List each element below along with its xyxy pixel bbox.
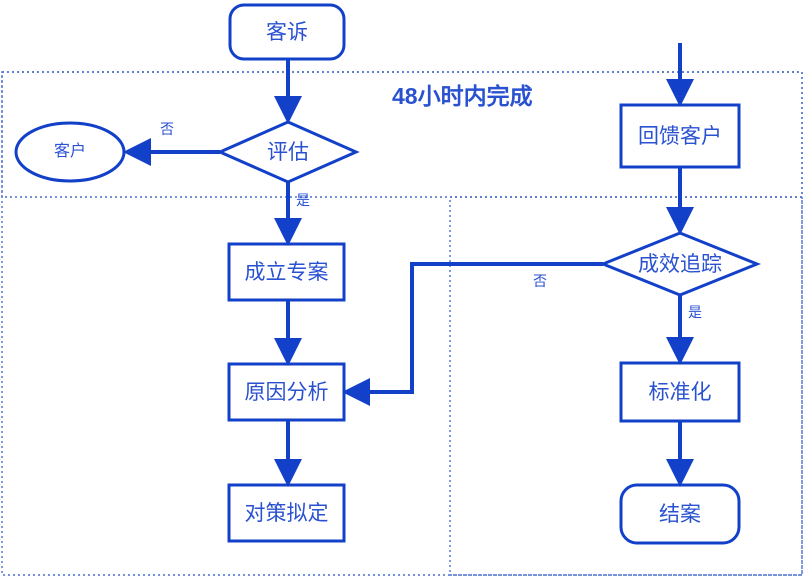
node-tracking-shape[interactable] [598,231,762,297]
edge-tracking-no-to-cause [342,262,603,406]
zone-48-hour-title: 48小时内完成 [392,83,533,109]
zone-48-hour-top [1,71,803,198]
edge-label-tracking-no: 否 [533,273,547,289]
node-cause-shape[interactable] [227,362,346,422]
node-project-shape[interactable] [227,242,346,302]
node-feedback-shape[interactable] [619,103,741,169]
edge-label-tracking-yes: 是 [688,304,702,320]
edge-label-evaluate-yes: 是 [296,192,310,208]
node-close-shape[interactable] [619,483,741,545]
edge-label-evaluate-no: 否 [160,121,174,137]
node-complaint-shape[interactable] [228,3,346,61]
node-customer-shape[interactable] [14,121,126,183]
node-standardize-shape[interactable] [619,361,741,423]
node-evaluate-shape[interactable] [216,120,360,184]
node-countermeasure-shape[interactable] [227,483,346,543]
